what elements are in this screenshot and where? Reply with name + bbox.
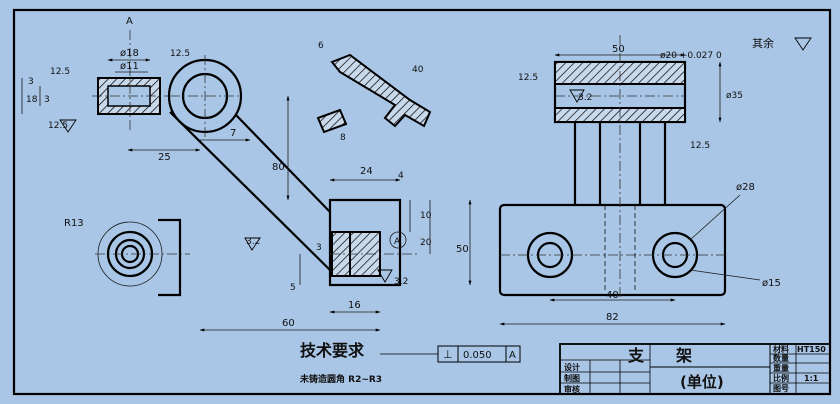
dim-24: 24: [360, 166, 373, 177]
dim-20: 20: [420, 238, 432, 248]
scale-value: 1:1: [804, 374, 819, 383]
tech-req-note: 未铸造圆角 R2~R3: [299, 373, 382, 385]
drawing-frame: [12, 8, 832, 396]
dim-d18: ø18: [120, 48, 139, 59]
dim-60: 60: [282, 318, 295, 329]
tolerance-symbol: ⊥: [443, 348, 453, 361]
left-side-view: [95, 218, 190, 297]
material-label: 材料: [773, 344, 789, 354]
dim-3a: 3: [28, 77, 34, 87]
rib-section: [316, 53, 432, 134]
dim-40-rib: 40: [412, 65, 424, 75]
dim-3c: 3: [316, 243, 322, 253]
dim-80: 80: [272, 162, 285, 173]
datum-label-a: A: [394, 237, 401, 247]
dim-4: 4: [398, 171, 404, 181]
unit-name: (单位): [680, 373, 724, 391]
drawing-no-label: 图号: [773, 384, 789, 393]
dim-bot-40: 40: [606, 290, 619, 301]
left-boss-section: [92, 30, 168, 130]
dim-7: 7: [230, 128, 236, 139]
main-view-part: [167, 55, 420, 287]
tolerance-datum: A: [509, 350, 516, 361]
dim-d20-tol: ø20 +0.027 0: [660, 51, 722, 61]
weight-label: 重量: [773, 363, 789, 373]
row-design: 设计: [564, 362, 580, 372]
tolerance-value: 0.050: [463, 350, 492, 361]
dim-r12-5-lower: 12.5: [48, 121, 68, 131]
roughness-3-2-b: 3.2: [394, 277, 408, 287]
dim-r12-5-right-a: 12.5: [518, 73, 538, 83]
title-block: 支 架 (单位) 设计 制图 审核 材料 HT150 数量 重量 比例 1:1 …: [559, 343, 831, 395]
dim-d35: ø35: [726, 91, 743, 101]
tolerance-frame: ⊥ 0.050 A: [380, 345, 521, 363]
dim-6: 6: [318, 41, 324, 51]
datum-circle: [389, 231, 407, 249]
qty-label: 数量: [773, 353, 789, 363]
row-review: 审核: [564, 384, 580, 394]
part-name: 支 架: [627, 346, 692, 365]
dim-16: 16: [348, 300, 361, 311]
roughness-3-2-a: 3.2: [246, 237, 260, 247]
scale-label: 比例: [773, 373, 789, 383]
dim-d28: ø28: [736, 182, 755, 193]
surface-note-other: 其余: [752, 36, 774, 50]
dim-r12-5-left: 12.5: [50, 67, 70, 77]
dim-10: 10: [420, 211, 432, 221]
right-view-part: [498, 35, 727, 300]
dim-18: 18: [26, 95, 38, 105]
dim-r12-5-top: 12.5: [170, 49, 190, 59]
dim-d15: ø15: [762, 278, 781, 289]
dim-3b: 3: [44, 95, 50, 105]
dim-d11: ø11: [120, 61, 139, 72]
dim-top-50: 50: [612, 44, 625, 55]
dim-r13: R13: [64, 218, 84, 229]
dim-50-vert: 50: [456, 244, 469, 255]
dim-bot-82: 82: [606, 312, 619, 323]
material-value: HT150: [797, 345, 826, 354]
dim-r12-5-right-b: 12.5: [690, 141, 710, 151]
dim-8: 8: [340, 133, 346, 143]
tech-req-title: 技术要求: [300, 341, 365, 360]
dim-25: 25: [158, 152, 171, 163]
row-drawing: 制图: [564, 373, 580, 383]
view-label-a: A: [126, 16, 133, 27]
roughness-3-2-c: 3.2: [578, 93, 592, 103]
dim-5: 5: [290, 283, 296, 293]
